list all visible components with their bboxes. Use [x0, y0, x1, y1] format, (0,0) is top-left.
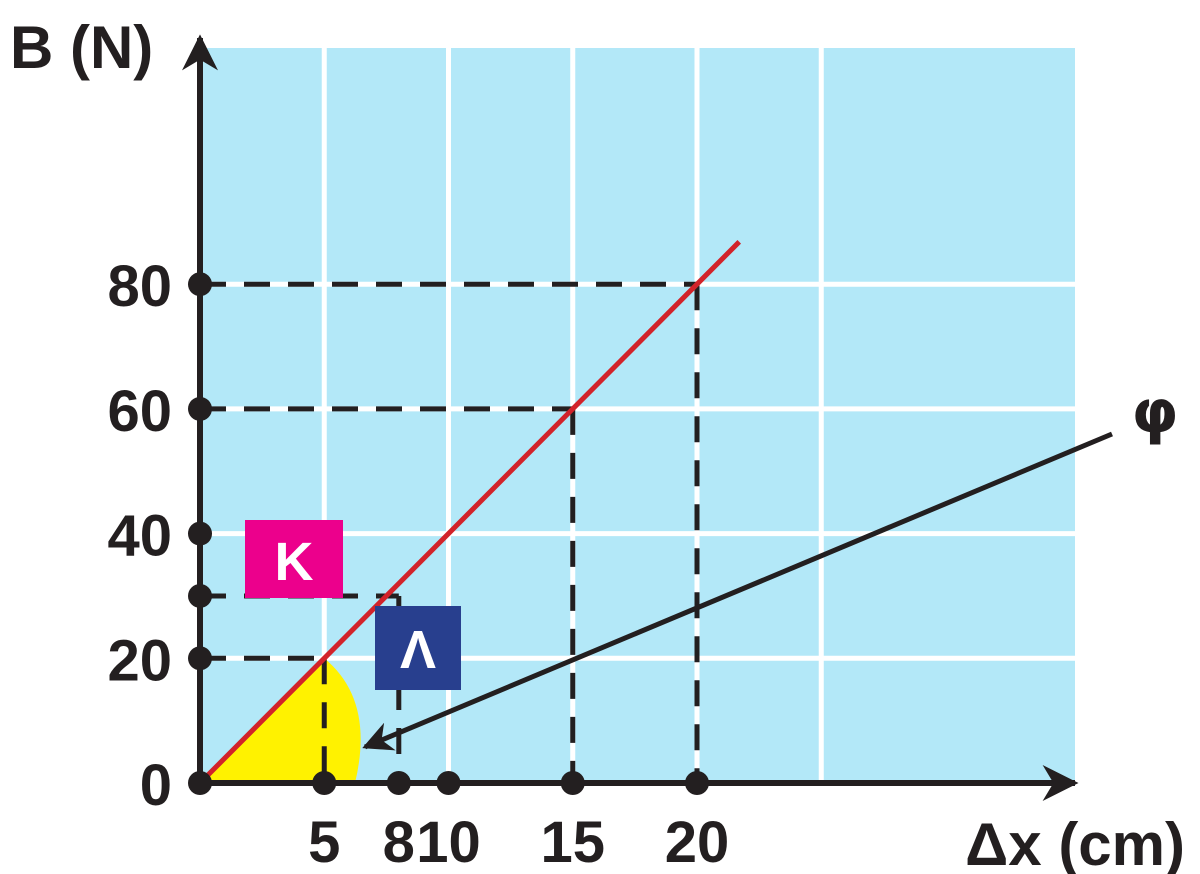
angle-arc — [200, 658, 361, 783]
x-tick-label-0: 5 — [308, 810, 340, 874]
series-line-k — [198, 240, 742, 785]
x-mark-4 — [685, 771, 709, 795]
y-mark-4 — [188, 396, 212, 421]
y-tick-label-1: 20 — [107, 628, 172, 693]
y-tick-label-4: 80 — [107, 254, 172, 319]
y-mark-5 — [188, 272, 212, 297]
x-tick-label-2: 10 — [416, 810, 481, 874]
y-tick-label-3: 60 — [107, 379, 172, 444]
badge-k-label: Κ — [275, 532, 314, 592]
badge-lambda-label: Λ — [400, 620, 436, 680]
x-tick-label-3: 15 — [540, 810, 605, 874]
x-tick-label-4: 20 — [665, 810, 730, 874]
phi-pointer-line — [362, 431, 1113, 751]
y-tick-label-0: 0 — [140, 753, 172, 818]
x-mark-1 — [386, 771, 411, 795]
x-tick-label-1: 8 — [383, 810, 415, 874]
y-mark-0 — [188, 771, 212, 795]
badge-lambda — [375, 606, 461, 690]
y-tick-label-2: 40 — [107, 504, 172, 569]
x-mark-3 — [560, 771, 585, 795]
y-mark-2 — [188, 583, 212, 608]
x-mark-0 — [312, 771, 337, 795]
y-axis-title: B (N) — [10, 14, 153, 81]
y-mark-3 — [188, 521, 212, 546]
axis-marks — [188, 272, 709, 795]
phi-label: φ — [1132, 377, 1179, 447]
x-mark-2 — [436, 771, 461, 795]
x-axis-title: Δx (cm) — [965, 811, 1185, 874]
badge-k — [245, 520, 343, 598]
y-mark-1 — [188, 646, 212, 671]
